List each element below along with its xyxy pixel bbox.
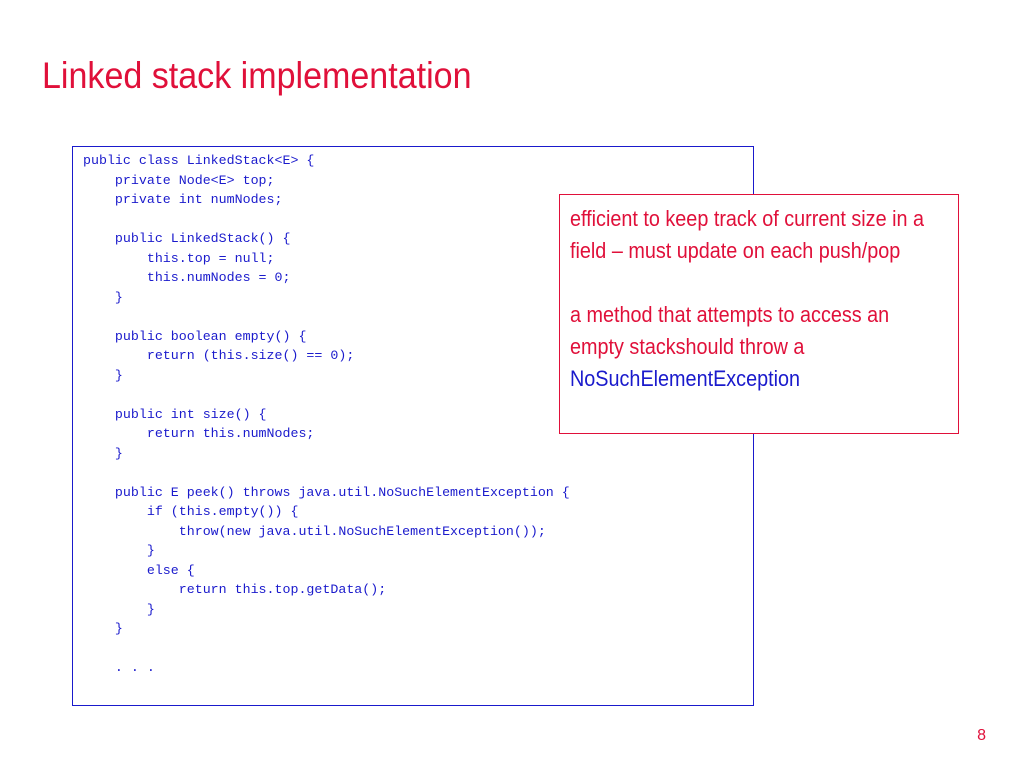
code-line: return this.numNodes;	[83, 426, 315, 441]
code-line: }	[83, 621, 123, 636]
code-line: return this.top.getData();	[83, 582, 387, 597]
slide-title: Linked stack implementation	[42, 55, 472, 96]
code-listing: public class LinkedStack<E> { private No…	[83, 151, 570, 678]
callout-exception-name: NoSuchElementException	[570, 366, 801, 391]
code-line: }	[83, 601, 155, 617]
code-line: return (this.size() == 0);	[83, 348, 355, 363]
code-line: throw(new java.util.NoSuchElementExcepti…	[83, 523, 546, 539]
code-line: }	[83, 543, 155, 558]
code-line: public class LinkedStack<E> {	[83, 153, 315, 168]
callout-box: efficient to keep track of current size …	[559, 194, 959, 434]
code-line: this.numNodes = 0;	[83, 270, 291, 285]
code-line: private Node<E> top;	[83, 172, 275, 188]
callout-paragraph-size: efficient to keep track of current size …	[570, 206, 925, 263]
code-line: this.top = null;	[83, 250, 275, 266]
page-number: 8	[977, 727, 986, 744]
code-line: else {	[83, 562, 195, 578]
code-line: }	[83, 367, 123, 383]
callout-exception-text: a method that attempts to access an empt…	[570, 302, 890, 359]
code-line: public int size() {	[83, 406, 267, 422]
code-line: private int numNodes;	[83, 192, 283, 207]
callout-content: efficient to keep track of current size …	[570, 203, 948, 395]
code-line: public LinkedStack() {	[83, 231, 291, 246]
code-line: if (this.empty()) {	[83, 504, 299, 519]
code-line: . . .	[83, 660, 155, 675]
callout-spacer	[570, 267, 948, 299]
code-line: public E peek() throws java.util.NoSuchE…	[83, 484, 570, 500]
code-line: }	[83, 289, 123, 305]
code-line: public boolean empty() {	[83, 328, 307, 344]
code-line: }	[83, 445, 123, 461]
callout-paragraph-exception: a method that attempts to access an empt…	[570, 299, 948, 395]
